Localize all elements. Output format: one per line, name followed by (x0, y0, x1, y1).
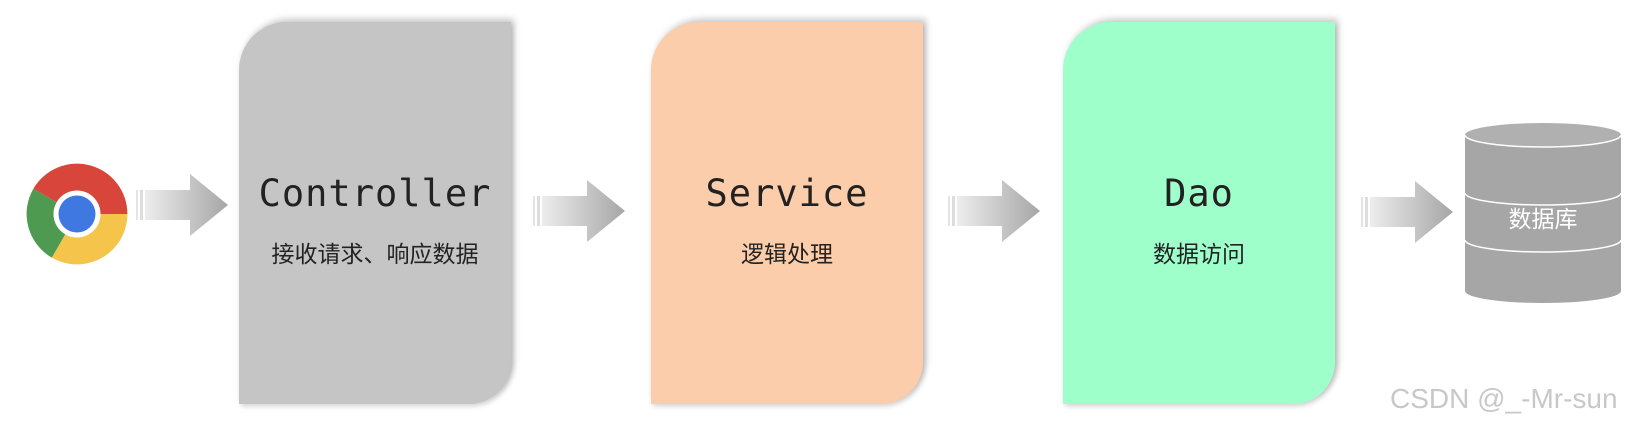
flow-arrow-icon (136, 174, 228, 236)
database-label: 数据库 (1508, 207, 1578, 233)
service-title: Service (705, 172, 869, 215)
dao-title: Dao (1164, 172, 1234, 215)
service-layer-card: Service 逻辑处理 (651, 22, 923, 404)
watermark-text: CSDN @_-Mr-sun (1390, 383, 1618, 414)
controller-title: Controller (258, 172, 492, 215)
controller-subtitle: 接收请求、响应数据 (271, 242, 479, 268)
database-cylinder-icon (1464, 123, 1622, 303)
flow-arrow-icon (1361, 181, 1453, 243)
chrome-browser-icon (26, 163, 128, 265)
flow-arrow-icon (533, 180, 625, 242)
dao-layer-card: Dao 数据访问 (1063, 22, 1335, 404)
service-subtitle: 逻辑处理 (741, 242, 833, 268)
controller-layer-card: Controller 接收请求、响应数据 (239, 22, 511, 404)
dao-subtitle: 数据访问 (1153, 242, 1245, 268)
flow-arrow-icon (948, 180, 1040, 242)
